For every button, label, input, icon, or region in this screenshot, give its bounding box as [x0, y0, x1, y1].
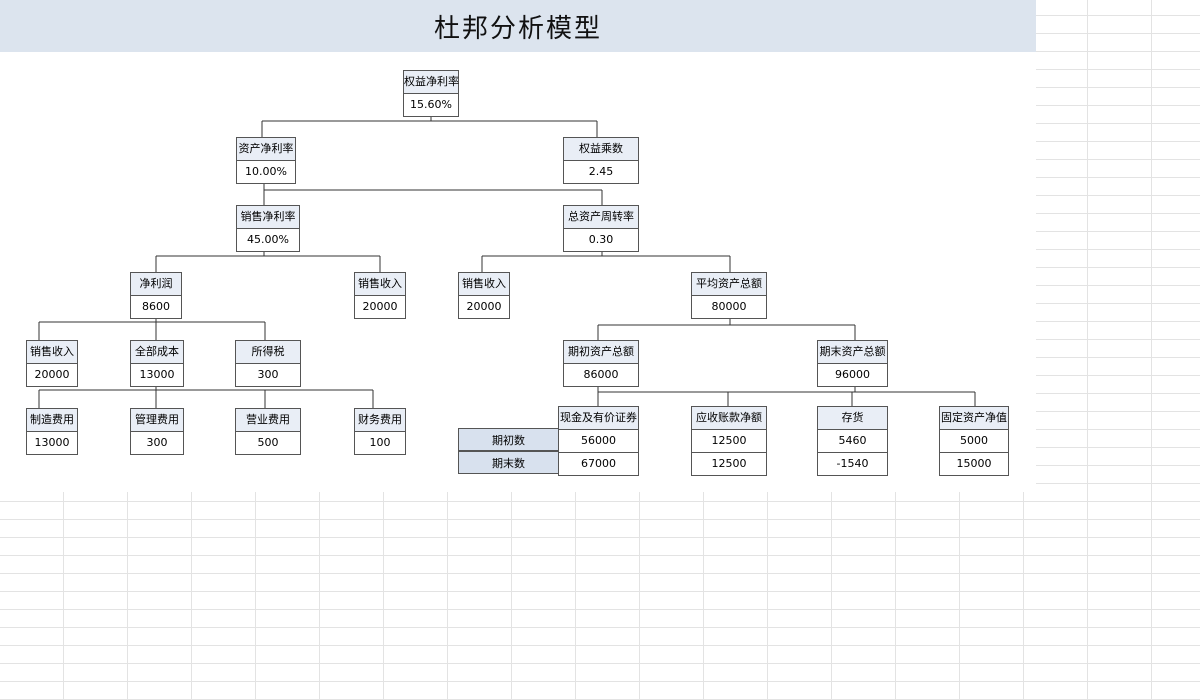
node-cash-label: 现金及有价证券: [559, 407, 638, 430]
node-fixed-assets-end: 15000: [940, 452, 1008, 475]
node-roe-label: 权益净利率: [404, 71, 459, 94]
node-net-margin-value: 45.00%: [247, 233, 289, 246]
node-end-assets: 期末资产总额 96000: [817, 340, 888, 387]
node-net-margin: 销售净利率 45.00%: [236, 205, 300, 252]
node-admin-cost-label: 管理费用: [131, 409, 183, 432]
node-asset-turnover: 总资产周转率 0.30: [563, 205, 639, 252]
row-label-begin: 期初数: [458, 428, 559, 451]
node-begin-assets: 期初资产总额 86000: [563, 340, 639, 387]
node-fin-cost: 财务费用 100: [354, 408, 406, 455]
node-total-cost-value: 13000: [139, 368, 175, 381]
node-sales-a-label: 销售收入: [355, 273, 405, 296]
node-fin-cost-label: 财务费用: [355, 409, 405, 432]
node-receivables-end: 12500: [692, 452, 766, 475]
node-inventory-label: 存货: [818, 407, 887, 430]
node-roa: 资产净利率 10.00%: [236, 137, 296, 184]
node-receivables-begin: 12500: [711, 434, 747, 447]
node-inventory: 存货 5460 -1540: [817, 406, 888, 476]
node-avg-assets-label: 平均资产总额: [692, 273, 766, 296]
node-sales-a: 销售收入 20000: [354, 272, 406, 319]
node-equity-multiplier-value: 2.45: [588, 165, 614, 178]
node-equity-multiplier: 权益乘数 2.45: [563, 137, 639, 184]
node-total-cost: 全部成本 13000: [130, 340, 184, 387]
node-inventory-begin: 5460: [838, 434, 867, 447]
node-equity-multiplier-label: 权益乘数: [564, 138, 638, 161]
node-receivables-label: 应收账款净额: [692, 407, 766, 430]
title-banner: 杜邦分析模型: [0, 0, 1036, 52]
node-mfg-cost: 制造费用 13000: [26, 408, 78, 455]
node-mfg-cost-value: 13000: [34, 436, 70, 449]
node-fixed-assets-begin: 5000: [960, 434, 988, 447]
node-end-assets-value: 96000: [835, 368, 870, 381]
node-net-profit: 净利润 8600: [130, 272, 182, 319]
node-cash: 现金及有价证券 56000 67000: [558, 406, 639, 476]
node-roe-value: 15.60%: [410, 98, 452, 111]
node-admin-cost-value: 300: [146, 436, 168, 449]
node-sales-c: 销售收入 20000: [26, 340, 78, 387]
node-cash-begin: 56000: [581, 434, 616, 447]
node-income-tax: 所得税 300: [235, 340, 301, 387]
page-title: 杜邦分析模型: [433, 13, 602, 44]
row-label-end: 期末数: [458, 451, 559, 474]
node-income-tax-value: 300: [257, 368, 279, 381]
node-admin-cost: 管理费用 300: [130, 408, 184, 455]
node-avg-assets-value: 80000: [711, 300, 747, 313]
node-asset-turnover-label: 总资产周转率: [564, 206, 638, 229]
node-sales-a-value: 20000: [362, 300, 398, 313]
node-avg-assets: 平均资产总额 80000: [691, 272, 767, 319]
node-sales-b: 销售收入 20000: [458, 272, 510, 319]
node-total-cost-label: 全部成本: [131, 341, 183, 364]
node-sales-c-label: 销售收入: [27, 341, 77, 364]
node-sales-b-value: 20000: [466, 300, 502, 313]
node-roe: 权益净利率 15.60%: [403, 70, 459, 117]
node-fin-cost-value: 100: [369, 436, 391, 449]
node-income-tax-label: 所得税: [236, 341, 300, 364]
node-op-cost: 营业费用 500: [235, 408, 301, 455]
node-net-profit-value: 8600: [142, 300, 170, 313]
node-net-margin-label: 销售净利率: [237, 206, 299, 229]
node-sales-c-value: 20000: [34, 368, 70, 381]
node-asset-turnover-value: 0.30: [588, 233, 614, 246]
node-roa-label: 资产净利率: [237, 138, 295, 161]
node-begin-assets-label: 期初资产总额: [564, 341, 638, 364]
node-fixed-assets-label: 固定资产净值: [940, 407, 1008, 430]
node-mfg-cost-label: 制造费用: [27, 409, 77, 432]
node-begin-assets-value: 86000: [583, 368, 619, 381]
node-end-assets-label: 期末资产总额: [818, 341, 887, 364]
node-fixed-assets: 固定资产净值 5000 15000: [939, 406, 1009, 476]
node-net-profit-label: 净利润: [131, 273, 181, 296]
node-sales-b-label: 销售收入: [459, 273, 509, 296]
node-inventory-end: -1540: [818, 452, 887, 475]
node-roa-value: 10.00%: [245, 165, 287, 178]
node-cash-end: 67000: [559, 452, 638, 475]
node-op-cost-label: 营业费用: [236, 409, 300, 432]
node-receivables: 应收账款净额 12500 12500: [691, 406, 767, 476]
node-op-cost-value: 500: [257, 436, 279, 449]
